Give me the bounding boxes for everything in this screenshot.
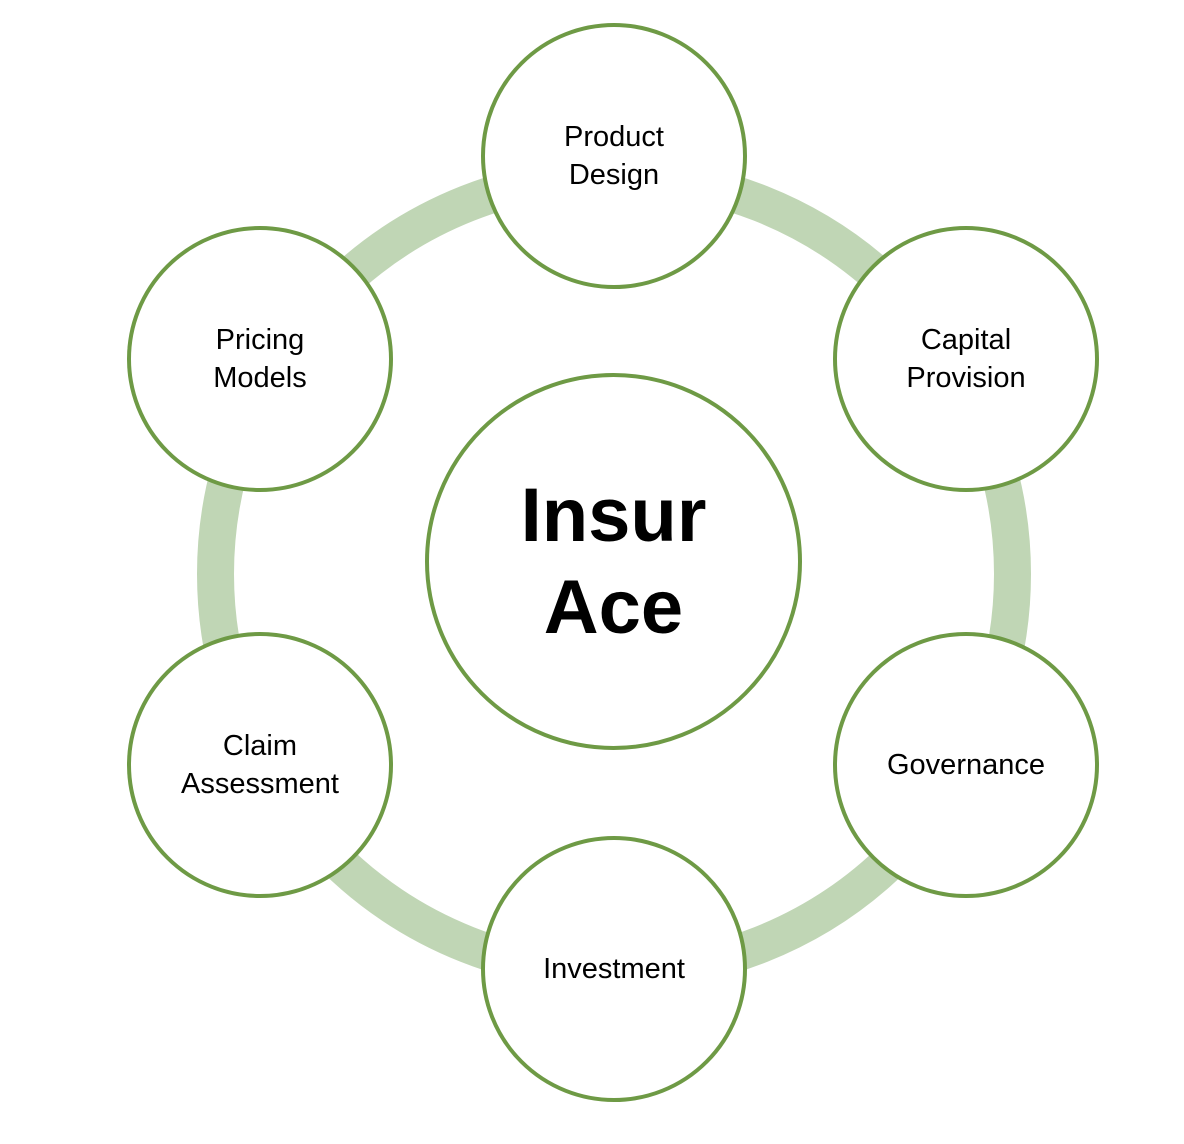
node-governance: Governance	[833, 632, 1099, 898]
node-label-product-design: Product Design	[564, 121, 664, 191]
center-label: Insur Ace	[520, 472, 707, 650]
node-investment: Investment	[481, 836, 747, 1102]
node-label-governance: Governance	[887, 749, 1045, 781]
node-label-pricing-models: Pricing Models	[213, 324, 307, 394]
node-claim-assessment: Claim Assessment	[127, 632, 393, 898]
node-product-design: Product Design	[481, 23, 747, 289]
node-pricing-models: Pricing Models	[127, 226, 393, 492]
node-capital-provision: Capital Provision	[833, 226, 1099, 492]
node-label-investment: Investment	[543, 953, 685, 985]
node-label-claim-assessment: Claim Assessment	[181, 730, 339, 800]
center-circle: Insur Ace	[425, 373, 802, 750]
node-label-capital-provision: Capital Provision	[906, 324, 1026, 394]
